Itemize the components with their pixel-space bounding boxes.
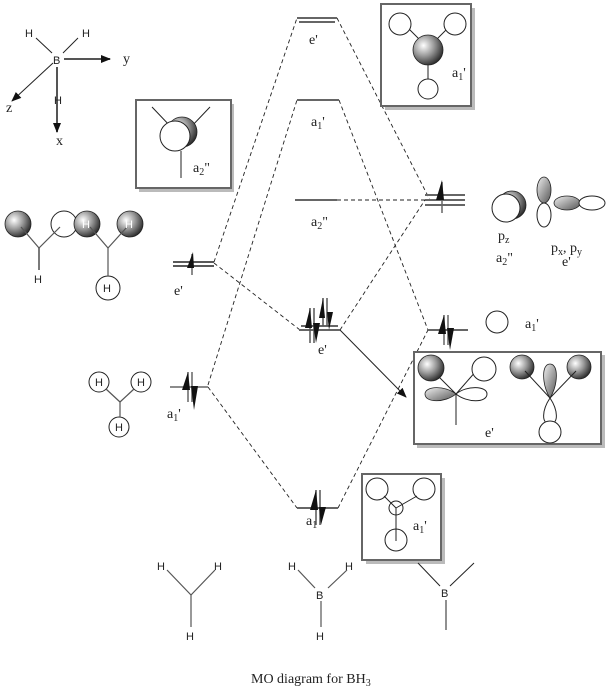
y-axis-label: y [123,52,130,67]
hydrogen-label: H [214,561,222,573]
hydrogen-label: H [82,219,90,231]
pz-label: pz [498,229,510,246]
correlation-line [338,99,429,331]
x-axis-label: x [56,134,63,149]
hydrogen-label: H [54,95,62,107]
hydrogen-label: H [186,631,194,643]
hydrogen-label: H [82,28,90,40]
correlation-lines [207,17,431,509]
correlation-line [207,99,298,386]
z-axis-arrow [11,62,54,102]
h3-fragment: e' a1' a H H H H [4,210,214,438]
spin-down-arrow [313,323,320,343]
a1-prime-antibonding-box: a1' [380,3,475,110]
py-orbital [553,195,606,211]
spin-down-arrow [319,507,326,525]
spin-down-arrow [327,312,333,330]
hydrogen-label: H [316,631,324,643]
boron-label: B [316,590,323,602]
hydrogen-label: H [345,561,353,573]
h3-e-prime-salc-2: H H H [73,210,144,301]
coordinate-axes: B H H H y x z [6,28,130,149]
electron-pair [305,298,333,343]
spin-up-arrow [182,372,190,390]
spin-up-arrow [187,252,194,268]
spin-up-arrow [310,490,318,510]
correlation-line [213,262,301,331]
mo-levels: e' a1' a2" e' a1 [295,17,340,531]
boron-atomic-orbitals: pz a2" px, py e' a1' [425,176,606,350]
correlation-line [207,386,298,509]
svg-text:a2": a2" [193,161,210,178]
bh3-structure: B H H H [288,561,353,643]
spin-up-arrow [438,315,446,334]
level-label-a1-prime-antibonding: a1' [311,115,325,132]
bond [35,37,53,54]
spin-down-arrow [447,328,454,350]
level-label-e-prime-antibonding: e' [309,33,318,48]
pxy-symmetry-label: e' [562,255,571,270]
pxy-label: px, py [551,241,582,258]
h3-structure: H H H [157,561,222,643]
boron-label: B [441,588,448,600]
hydrogen-label: H [115,422,123,434]
h3-a1-prime-salc: H H H [88,371,152,438]
hydrogen-label: H [125,219,133,231]
e-prime-bonding-box: e' [413,351,605,448]
hydrogen-label: H [137,377,145,389]
spin-up-arrow [436,180,444,200]
a2-double-prime-box: a2" [135,99,234,192]
correlation-line [213,17,298,263]
hydrogen-label: H [34,274,42,286]
correlation-line [339,199,426,331]
hydrogen-label: H [95,377,103,389]
a1-prime-bonding-box: a1' [361,473,445,564]
bond [62,37,79,54]
correlation-line [336,17,431,201]
level-label-a1-prime-bonding: a1 [306,514,317,531]
hydrogen-label: H [25,28,33,40]
level-label-e-prime-bonding: e' [318,343,327,358]
h3-e-prime-salc-1: a H [4,210,78,286]
px-orbital [536,176,552,228]
correlation-line [337,329,429,509]
level-label-a2-double-prime: a2" [311,215,328,232]
pz-symmetry-label: a2" [496,251,513,268]
hydrogen-label: H [157,561,165,573]
svg-text:a1': a1' [413,519,427,536]
h3-a1-prime-label: a1' [167,407,181,424]
svg-text:a1': a1' [452,66,466,83]
s-orbital [485,310,509,334]
boron-fragment-structure: B [417,562,475,630]
boron-label: B [53,55,60,67]
s-symmetry-label: a1' [525,317,539,334]
pointer-arrow [339,329,407,398]
hydrogen-label: H [103,283,111,295]
spin-up-arrow [305,308,312,328]
svg-text:e': e' [485,426,494,441]
electron-pair [310,490,326,525]
spin-down-arrow [191,386,198,410]
pz-orbital [491,190,527,223]
diagram-title: MO diagram for BH3 [251,672,371,689]
z-axis-label: z [6,101,12,116]
h3-e-prime-label: e' [174,284,183,299]
spin-up-arrow [319,298,325,318]
hydrogen-label: H [288,561,296,573]
